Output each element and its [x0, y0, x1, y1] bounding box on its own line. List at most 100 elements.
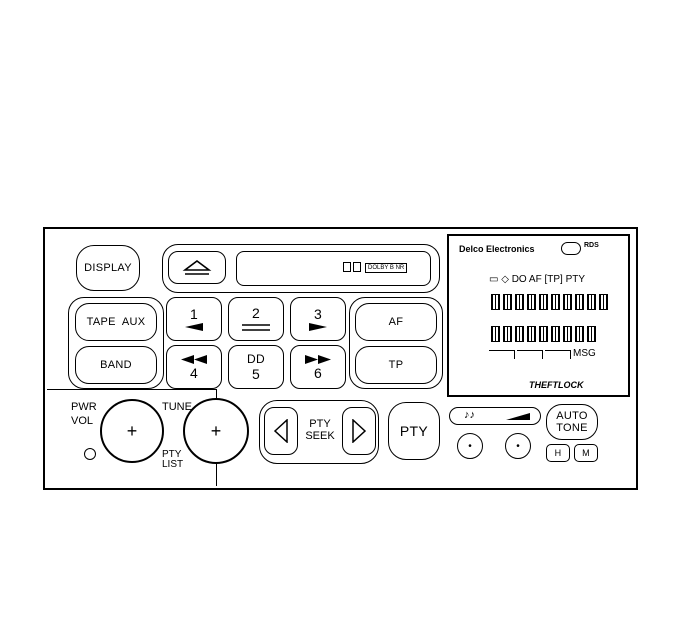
dolby-indicator	[343, 262, 351, 272]
segment-digit	[527, 294, 536, 310]
display-button-label: DISPLAY	[84, 262, 132, 274]
tape-direction-icon	[242, 324, 270, 331]
tp-button[interactable]: TP	[355, 346, 437, 384]
preset-4-button[interactable]: 4	[166, 345, 222, 389]
preset-1-button[interactable]: 1	[166, 297, 222, 341]
display-button[interactable]: DISPLAY	[76, 245, 140, 291]
segment-digit	[551, 326, 560, 342]
bass-icon: ♪♪	[464, 409, 475, 421]
knob-plus: +	[126, 420, 138, 441]
treble-knob[interactable]: •	[505, 433, 531, 459]
preset-6-button[interactable]: 6	[290, 345, 346, 389]
rds-display: Delco Electronics RDS ▭ ◇ DO AF [TP] PTY…	[447, 234, 630, 397]
preset-number: 1	[189, 306, 199, 322]
rds-logo-icon	[561, 242, 581, 255]
tone-slider[interactable]: ♪♪	[449, 407, 541, 425]
hour-label: H	[554, 448, 562, 458]
segment-digit	[503, 294, 512, 310]
segment-digit	[503, 326, 512, 342]
pty-seek-well	[259, 400, 379, 464]
auto-tone-line-1: AUTO	[556, 410, 588, 422]
brand-name: Delco Electronics	[459, 244, 535, 254]
preset-number: 6	[313, 364, 323, 381]
treble-icon	[506, 413, 530, 420]
knob-plus: +	[210, 420, 222, 441]
dolby-label: DOLBY B NR	[365, 263, 408, 273]
segment-digit	[527, 326, 536, 342]
cassette-well	[162, 244, 440, 293]
hour-button[interactable]: H	[546, 444, 570, 462]
preset-2-button[interactable]: 2	[228, 297, 284, 341]
triangle-right-icon	[309, 323, 327, 331]
segment-digit	[563, 326, 572, 342]
bar-segment	[517, 350, 543, 359]
rewind-icon	[181, 354, 207, 364]
minute-label: M	[582, 448, 590, 458]
triangle-left-icon	[185, 323, 203, 331]
radio-faceplate	[43, 227, 638, 490]
pty-seek-line-2: SEEK	[305, 430, 335, 442]
segment-digit	[491, 294, 500, 310]
segment-digit	[539, 294, 548, 310]
segment-digit	[575, 294, 584, 310]
pwr-label: PWR	[71, 401, 97, 413]
preset-number: 5	[251, 366, 261, 382]
dolby-indicator	[353, 262, 361, 272]
dolby-symbol: DD	[247, 352, 265, 366]
pty-list-line-2: LIST	[162, 459, 184, 470]
pty-seek-right-button[interactable]	[342, 407, 376, 455]
auto-tone-line-2: TONE	[556, 422, 588, 434]
auto-tone-button[interactable]: AUTO TONE	[546, 404, 598, 440]
preset-5-button[interactable]: DD 5	[228, 345, 284, 389]
volume-knob[interactable]: +	[100, 399, 164, 463]
pty-seek-left-button[interactable]	[264, 407, 298, 455]
segment-digit	[599, 294, 608, 310]
tape-band-well	[68, 297, 164, 389]
preset-number: 2	[251, 305, 261, 321]
eject-button[interactable]	[168, 251, 226, 284]
bass-knob[interactable]: •	[457, 433, 483, 459]
segment-digit	[491, 326, 500, 342]
pty-seek-label: PTY SEEK	[303, 418, 337, 442]
tape-aux-button[interactable]: TAPE AUX	[75, 303, 157, 341]
bar-segment	[489, 350, 515, 359]
cassette-slot[interactable]	[236, 251, 431, 286]
segment-digit	[515, 326, 524, 342]
segment-digit	[515, 294, 524, 310]
tape-aux-label: TAPE AUX	[86, 316, 146, 328]
preset-number: 3	[313, 306, 323, 322]
segment-digit	[551, 294, 560, 310]
segment-digit	[563, 294, 572, 310]
indicator-row: ▭ ◇ DO AF [TP] PTY	[489, 274, 586, 285]
pty-seek-line-1: PTY	[309, 418, 331, 430]
bar-segment	[545, 350, 571, 359]
af-tp-well	[349, 297, 443, 389]
band-button[interactable]: BAND	[75, 346, 157, 384]
power-indicator	[84, 448, 96, 460]
fast-forward-icon	[305, 354, 331, 364]
segment-digit	[539, 326, 548, 342]
tp-label: TP	[388, 359, 404, 371]
af-label: AF	[388, 316, 404, 328]
segment-digit	[587, 326, 596, 342]
tune-knob[interactable]: +	[183, 398, 249, 464]
segment-digit	[587, 294, 596, 310]
pty-list-label: PTY LIST	[162, 450, 183, 470]
segment-row-bottom	[491, 326, 599, 347]
pty-button[interactable]: PTY	[388, 402, 440, 460]
segment-digit	[575, 326, 584, 342]
eject-icon	[182, 259, 212, 275]
theftlock-label: THEFTLOCK	[529, 380, 584, 390]
triangle-left-icon	[274, 419, 288, 443]
minute-button[interactable]: M	[574, 444, 598, 462]
preset-number: 4	[189, 364, 199, 381]
pty-label: PTY	[399, 423, 429, 439]
preset-3-button[interactable]: 3	[290, 297, 346, 341]
msg-indicator: MSG	[573, 348, 596, 359]
vol-label: VOL	[71, 415, 94, 427]
rds-logo-text: RDS	[584, 242, 599, 249]
af-button[interactable]: AF	[355, 303, 437, 341]
pty-list-line-1: PTY	[162, 449, 182, 460]
band-label: BAND	[100, 359, 132, 371]
segment-row-top	[491, 294, 611, 315]
